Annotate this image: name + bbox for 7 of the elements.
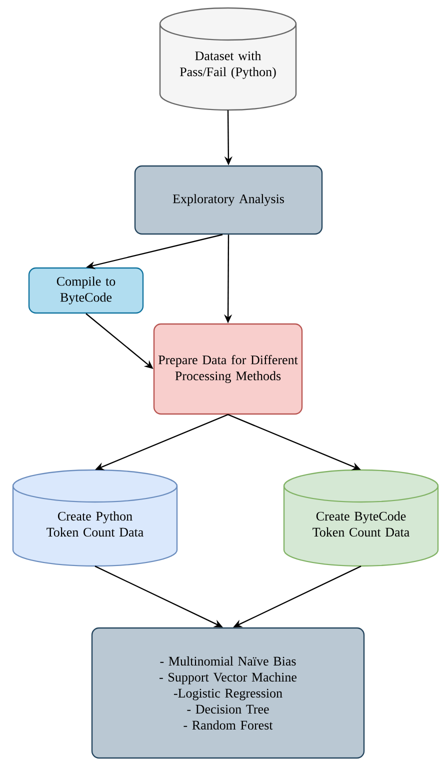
database-cylinder: Dataset with Pass/Fail (Python) — [159, 7, 297, 111]
process-box: Compile to ByteCode — [28, 267, 144, 314]
database-cylinder: Create ByteCode Token Count Data — [283, 469, 439, 567]
process-box: Prepare Data for Different Processing Methods — [153, 323, 303, 415]
process-box: - Multinomial Naïve Bias - Support Vector Machine -Logistic Regression - Decision Tree - Random Forest — [91, 627, 365, 759]
process-box: Exploratory Analysis — [134, 165, 323, 235]
database-cylinder: Create Python Token Count Data — [12, 469, 178, 567]
